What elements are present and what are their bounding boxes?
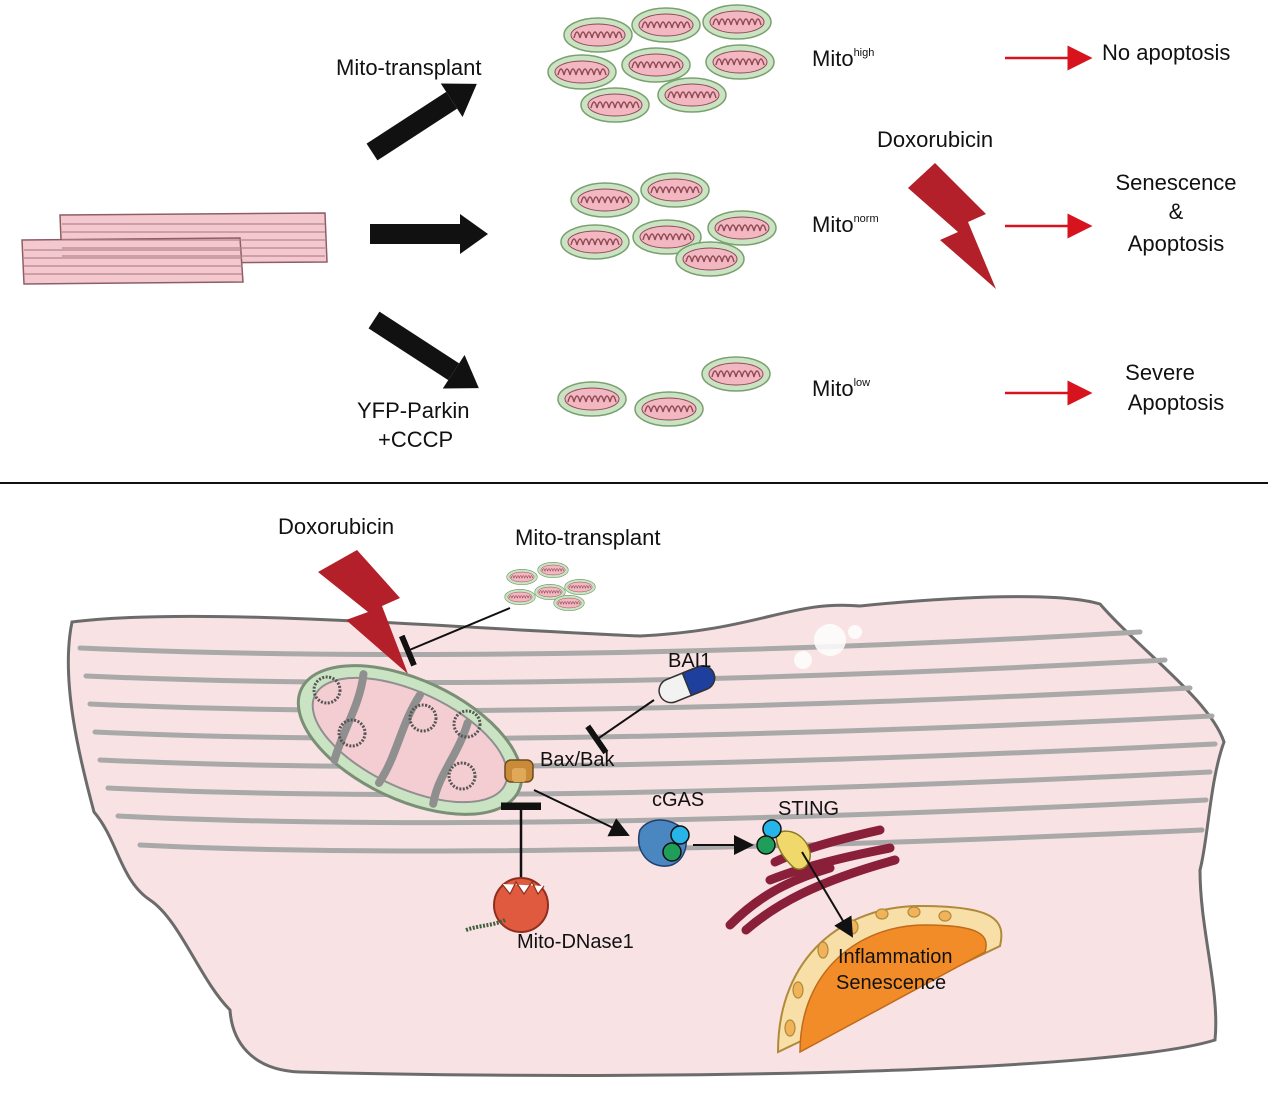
mito-high-cluster [547,4,775,123]
mito-high-label: Mitohigh [812,46,874,71]
arrow-right [370,214,488,254]
inhibit-line-transplant [398,607,511,667]
mitochondrion-icon [296,664,524,816]
cgas-label: cGAS [652,789,704,811]
mito-low-cluster [557,356,771,427]
lightning-icon [908,163,996,289]
dnase-label: Mito-DNase1 [517,931,634,953]
nucleus-icon [776,904,1003,1054]
cardiomyocyte-icon [21,212,328,285]
arrow-baxbak-to-cgas [533,789,630,837]
nucleus-line2: Senescence [836,972,946,994]
baxbak-pore-icon [504,759,534,783]
arrow-up [366,83,477,161]
sting-label: STING [778,798,839,820]
inhibit-line-bai1 [585,699,655,755]
bottom-panel: Doxorubicin Mito-transplant [66,514,1226,1077]
outcome-norm-line1: Senescence [1115,170,1236,195]
outcome-low-line1: Severe [1125,360,1195,385]
arrow-sting-to-nucleus [801,851,854,938]
highlight-bubbles [794,624,862,669]
outcome-norm-line2: & [1169,199,1184,224]
cgas-protein-icon [638,819,690,867]
mito-norm-label: Mitonorm [812,212,879,237]
mito-transplant-label-bottom: Mito-transplant [515,525,661,550]
mito-low-label: Mitolow [812,376,870,401]
nucleus-line1: Inflammation [838,946,953,968]
cccp-label: +CCCP [378,427,453,452]
branch-arrows [366,83,488,389]
doxorubicin-label-bottom: Doxorubicin [278,514,394,539]
yfp-parkin-label: YFP-Parkin [357,398,469,423]
outcome-high: No apoptosis [1102,40,1230,65]
top-panel: Mito-transplant YFP-Parkin +CCCP [21,4,1237,452]
outcome-norm-line3: Apoptosis [1128,231,1225,256]
dnase-enzyme-icon [465,877,549,933]
baxbak-label: Bax/Bak [540,749,615,771]
lightning-icon [318,550,408,674]
doxorubicin-label-top: Doxorubicin [877,127,993,152]
mini-mito-cluster [504,562,596,611]
bai1-label: BAI1 [668,650,711,672]
capsule-icon [658,665,716,704]
sting-protein-icon [756,819,811,870]
outcome-low-line2: Apoptosis [1128,390,1225,415]
mito-transplant-label: Mito-transplant [336,55,482,80]
mito-norm-cluster [560,172,777,277]
er-icon [725,825,900,935]
arrow-down [368,311,479,389]
